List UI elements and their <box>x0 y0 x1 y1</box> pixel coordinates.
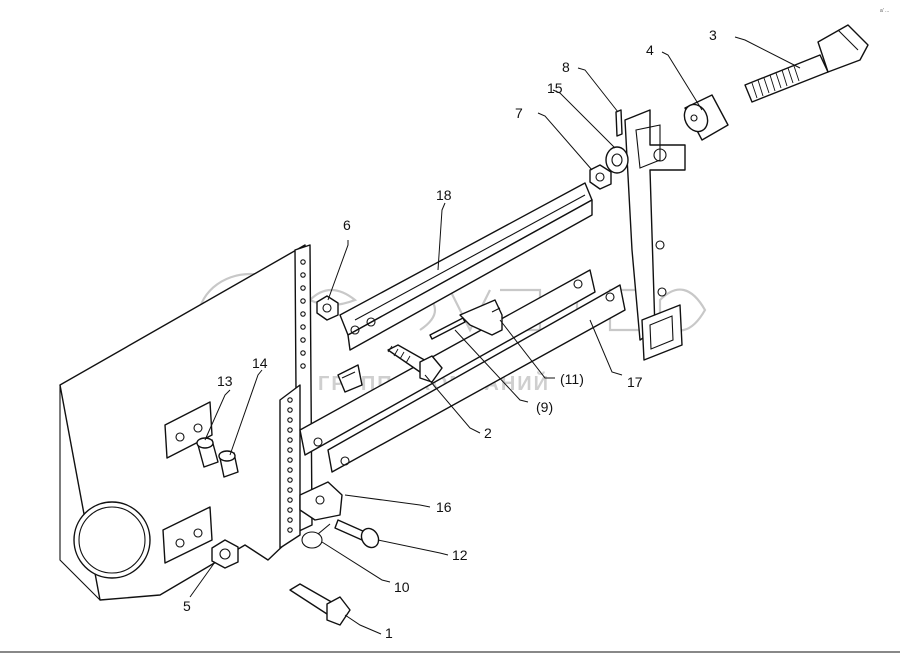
plate-hole <box>300 324 306 330</box>
bracket-part-16 <box>299 481 343 521</box>
plate-hole <box>300 285 306 291</box>
callout-7: 7 <box>515 105 523 121</box>
callout-3: 3 <box>709 27 717 43</box>
leader-lines <box>189 36 801 635</box>
clevis-pin-part-12 <box>334 519 380 549</box>
callout-6: 6 <box>343 217 351 233</box>
strip-hole <box>287 407 293 413</box>
callout-18: 18 <box>436 187 452 203</box>
mounting-pad-lower <box>162 506 213 564</box>
clip-part-11 <box>459 299 503 336</box>
strip-hole <box>287 467 293 473</box>
strip-hole <box>287 397 293 403</box>
strip-hole <box>287 457 293 463</box>
channel-bar-part-18 <box>339 182 593 351</box>
pin-part-9 <box>429 317 466 340</box>
callout-2: 2 <box>484 425 492 441</box>
callout-labels: 1 2 3 4 5 6 7 8 (9) 10 (11) 12 13 14 15 … <box>183 27 717 641</box>
callout-17: 17 <box>627 374 643 390</box>
callout-1: 1 <box>385 625 393 641</box>
callout-9: (9) <box>536 399 553 415</box>
perforated-strip <box>279 259 306 549</box>
plate-hole <box>300 350 306 356</box>
plate-hole <box>300 272 306 278</box>
callout-4: 4 <box>646 42 654 58</box>
callout-14: 14 <box>252 355 268 371</box>
plate-hole <box>300 298 306 304</box>
washer-part-15 <box>605 146 629 174</box>
ring-clip-part-10 <box>301 523 331 549</box>
corner-code: a′ ... <box>880 8 889 14</box>
strip-hole <box>287 487 293 493</box>
bolt-part-3 <box>744 24 869 103</box>
strip-hole <box>287 517 293 523</box>
callout-13: 13 <box>217 373 233 389</box>
nut-part-5 <box>211 539 239 569</box>
bushing-part-13 <box>196 437 219 468</box>
strip-hole <box>287 497 293 503</box>
callout-8: 8 <box>562 59 570 75</box>
callout-12: 12 <box>452 547 468 563</box>
flat-bar-part-17 <box>327 284 626 473</box>
plate-hole <box>300 311 306 317</box>
strip-hole <box>287 427 293 433</box>
strip-hole <box>287 527 293 533</box>
callout-10: 10 <box>394 579 410 595</box>
strip-hole <box>287 477 293 483</box>
bolt-part-1 <box>289 583 351 626</box>
nut-part-7 <box>589 164 612 190</box>
plate-hole <box>300 259 306 265</box>
callout-11: (11) <box>560 371 584 387</box>
strip-hole <box>287 447 293 453</box>
strip-hole <box>287 417 293 423</box>
callout-5: 5 <box>183 598 191 614</box>
sleeve-part-4 <box>683 94 729 141</box>
strip-hole <box>287 437 293 443</box>
strip-hole <box>287 507 293 513</box>
flat-bar-upper <box>299 269 596 456</box>
callout-15: 15 <box>547 80 563 96</box>
callout-16: 16 <box>436 499 452 515</box>
nut-part-6 <box>316 295 339 321</box>
plate-hole <box>300 337 306 343</box>
right-bracket <box>624 109 686 361</box>
mounting-pad-upper <box>164 401 213 459</box>
plate-hole <box>300 363 306 369</box>
pin-part-8 <box>615 109 623 137</box>
